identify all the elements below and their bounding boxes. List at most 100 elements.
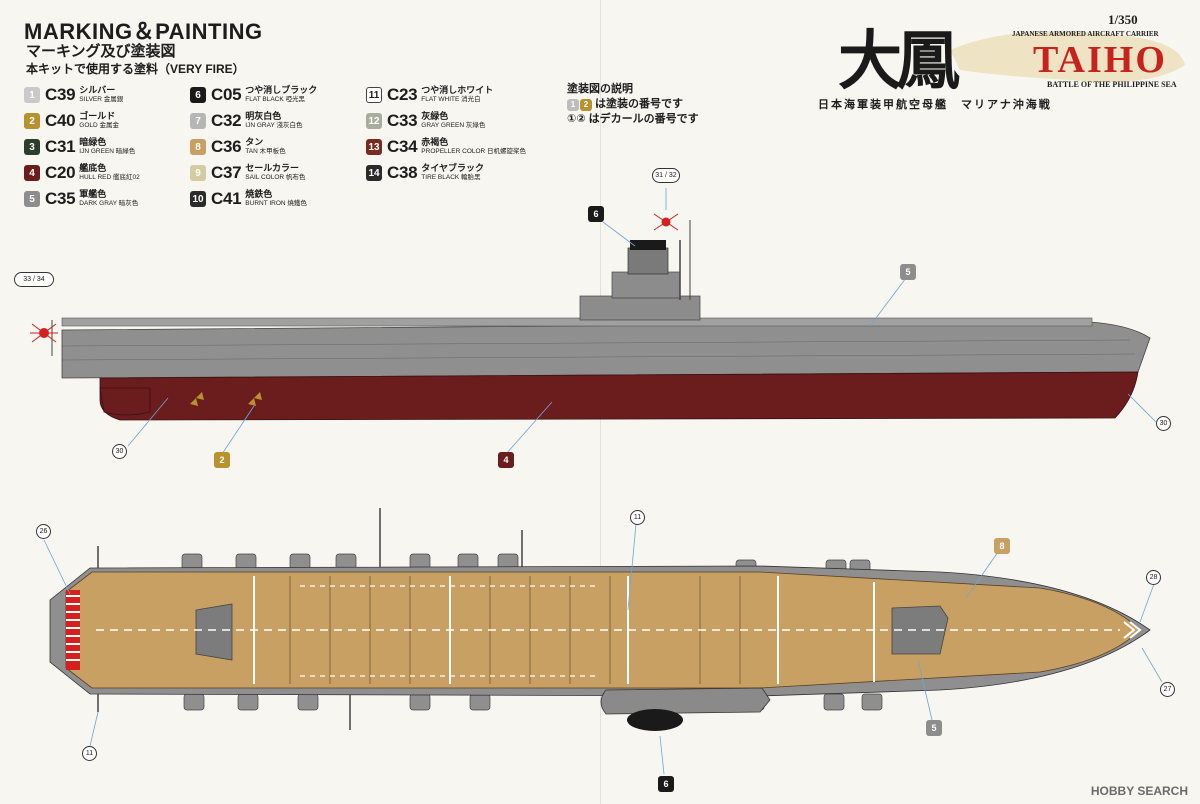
paint-code: C31 [45, 137, 76, 156]
paint-name-en: BURNT IRON 燒鐵色 [245, 200, 307, 207]
paint-callout-6-top: 6 [588, 206, 604, 222]
paint-name-en: IJN GRAY 淺灰白色 [245, 122, 303, 129]
ship-type-label: JAPANESE ARMORED AIRCRAFT CARRIER [1012, 30, 1159, 38]
decal-callout-30-left: 30 [112, 444, 127, 459]
paint-number-badge: 5 [24, 191, 40, 207]
paint-number-badge: 11 [366, 87, 382, 103]
brush-stroke-decoration [950, 31, 1185, 83]
paint-code: C35 [45, 189, 76, 208]
paint-code: C41 [211, 189, 242, 208]
battle-label: BATTLE OF THE PHILIPPINE SEA [1047, 80, 1177, 89]
decal-callout-31-32: 31 / 32 [652, 168, 680, 183]
ship-caption-jp: 日本海軍装甲航空母艦 マリアナ沖海戦 [818, 99, 1052, 111]
paint-name-en: FLAT BLACK 啞光黑 [245, 96, 306, 103]
paint-code: C38 [387, 163, 418, 182]
paint-name-jp: つや消しブラック [245, 85, 318, 95]
side-profile-view [30, 188, 1157, 455]
aft-elevator [195, 603, 233, 661]
legend-decal-badge-2: ② [576, 113, 586, 125]
paint-number-badge: 4 [24, 165, 40, 181]
legend-decal-badge-1: ① [567, 113, 577, 125]
side-hull-red [99, 371, 1139, 421]
side-leader-lines [127, 188, 1157, 455]
legend-decal-row: ① ② はデカールの番号です [567, 112, 699, 127]
ship-name: TAIHO [1033, 39, 1167, 81]
paint-name-en: SAIL COLOR 帆布色 [245, 174, 306, 181]
mast-ensign-flag [653, 213, 679, 231]
paint-name-en: TIRE BLACK 輪胎黑 [421, 174, 481, 181]
top-deck-view [43, 508, 1163, 775]
decal-callout-11-top: 11 [630, 510, 645, 525]
hobby-search-watermark: HOBBY SEARCH [1090, 784, 1188, 798]
legend-paint-badge-1: 1 [567, 98, 579, 111]
paint-callout-8: 8 [994, 538, 1010, 554]
paint-name-jp: 明灰白色 [245, 111, 282, 121]
paint-code: C20 [45, 163, 76, 182]
legend-paint-badge-2: 2 [580, 98, 592, 111]
decal-callout-30-right: 30 [1156, 416, 1171, 431]
side-island [579, 220, 701, 321]
model-scale: 1/350 [1108, 12, 1138, 27]
forward-elevator [891, 605, 949, 655]
legend-title: 塗装図の説明 [567, 83, 633, 95]
paint-name-en: TAN 木甲板色 [245, 148, 286, 155]
paint-name-en: IJN GREEN 暗緑色 [79, 148, 136, 155]
paint-name-jp: 焼鉄色 [245, 189, 273, 199]
decal-callout-27: 27 [1160, 682, 1175, 697]
paint-number-badge: 1 [24, 87, 40, 103]
paint-name-jp: タイヤブラック [421, 163, 485, 173]
paint-name-jp: 赤褐色 [421, 137, 449, 147]
paint-number-badge: 10 [190, 191, 206, 207]
paint-callout-4: 4 [498, 452, 514, 468]
paint-name-jp: シルバー [79, 85, 116, 95]
paint-number-badge: 9 [190, 165, 206, 181]
paint-code: C40 [45, 111, 76, 130]
paint-legend: 塗装図の説明 1 2 は塗装の番号です ① ② はデカールの番号です [567, 82, 699, 127]
paint-name-jp: ゴールド [79, 111, 116, 121]
paint-name-jp: 暗緑色 [79, 137, 107, 147]
paint-name-jp: セールカラー [245, 163, 300, 173]
deck-side-dashes [300, 585, 600, 677]
paint-number-badge: 13 [366, 139, 382, 155]
paint-number-badge: 8 [190, 139, 206, 155]
paint-number-badge: 6 [190, 87, 206, 103]
decal-callout-33-34: 33 / 34 [14, 272, 54, 287]
paint-callout-6-bottom: 6 [658, 776, 674, 792]
page-title: MARKING＆PAINTING [24, 19, 263, 44]
top-leader-lines [43, 523, 1163, 775]
side-hull-upper [61, 321, 1151, 379]
ship-name-kanji: 大鳳 [838, 24, 960, 99]
paint-name-jp: 灰緑色 [421, 111, 449, 121]
paint-callout-5-side: 5 [900, 264, 916, 280]
side-propellers [190, 392, 262, 406]
legend-decal-text: はデカールの番号です [588, 113, 699, 125]
page-title-jp: マーキング及び塗装図 [26, 43, 176, 60]
paint-name-en: SILVER 金属銀 [79, 96, 124, 103]
paint-name-jp: 軍艦色 [79, 189, 107, 199]
paint-number-badge: 3 [24, 139, 40, 155]
stern-stripes [66, 590, 80, 670]
bow-chevron [1123, 621, 1142, 639]
paint-code: C32 [211, 111, 242, 130]
paint-name-en: FLAT WHITE 消光白 [421, 96, 481, 103]
paint-code: C34 [387, 137, 418, 156]
paint-callout-2: 2 [214, 452, 230, 468]
paint-name-en: HULL RED 艦底紅02 [79, 174, 140, 181]
